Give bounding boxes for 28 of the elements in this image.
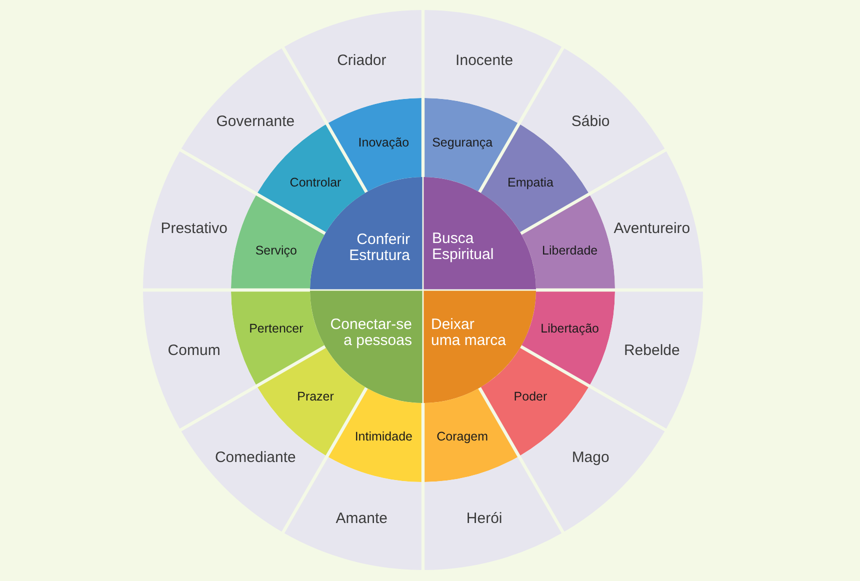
segment-label: Inocente bbox=[456, 52, 514, 70]
segment-label: Prestativo bbox=[160, 220, 228, 238]
segment-label: Liberdade bbox=[542, 243, 598, 258]
segment-label: Aventureiro bbox=[614, 220, 690, 238]
segment-label: Poder bbox=[514, 390, 548, 405]
segment-label: Prazer bbox=[297, 390, 334, 405]
segment-label: Coragem bbox=[436, 429, 488, 444]
segment-label: Criador bbox=[337, 52, 386, 70]
segment-label: Rebelde bbox=[624, 342, 680, 360]
segment-label: Controlar bbox=[290, 175, 342, 190]
quadrant-label: Busca Espiritual bbox=[432, 231, 494, 263]
segment-label: Libertação bbox=[540, 322, 599, 337]
segment-label: Comediante bbox=[214, 448, 296, 467]
quadrant-label: Conferir Estrutura bbox=[349, 232, 410, 264]
segment-label: Sábio bbox=[571, 113, 610, 132]
segment-label: Pertencer bbox=[249, 322, 304, 337]
segment-label: Mago bbox=[572, 448, 610, 467]
segment-label: Segurança bbox=[432, 136, 493, 151]
segment-label: Inovação bbox=[358, 136, 410, 151]
segment-label: Comum bbox=[168, 342, 220, 360]
segment-label: Herói bbox=[466, 510, 502, 528]
quadrant-label: Deixar uma marca bbox=[431, 317, 507, 349]
quadrant-label: Conectar-se a pessoas bbox=[330, 317, 412, 349]
segment-label: Governante bbox=[216, 113, 295, 132]
segment-label: Intimidade bbox=[354, 429, 412, 444]
segment-label: Amante bbox=[336, 510, 388, 528]
segment-label: Serviço bbox=[255, 243, 298, 258]
segment-label: Empatia bbox=[508, 175, 554, 190]
